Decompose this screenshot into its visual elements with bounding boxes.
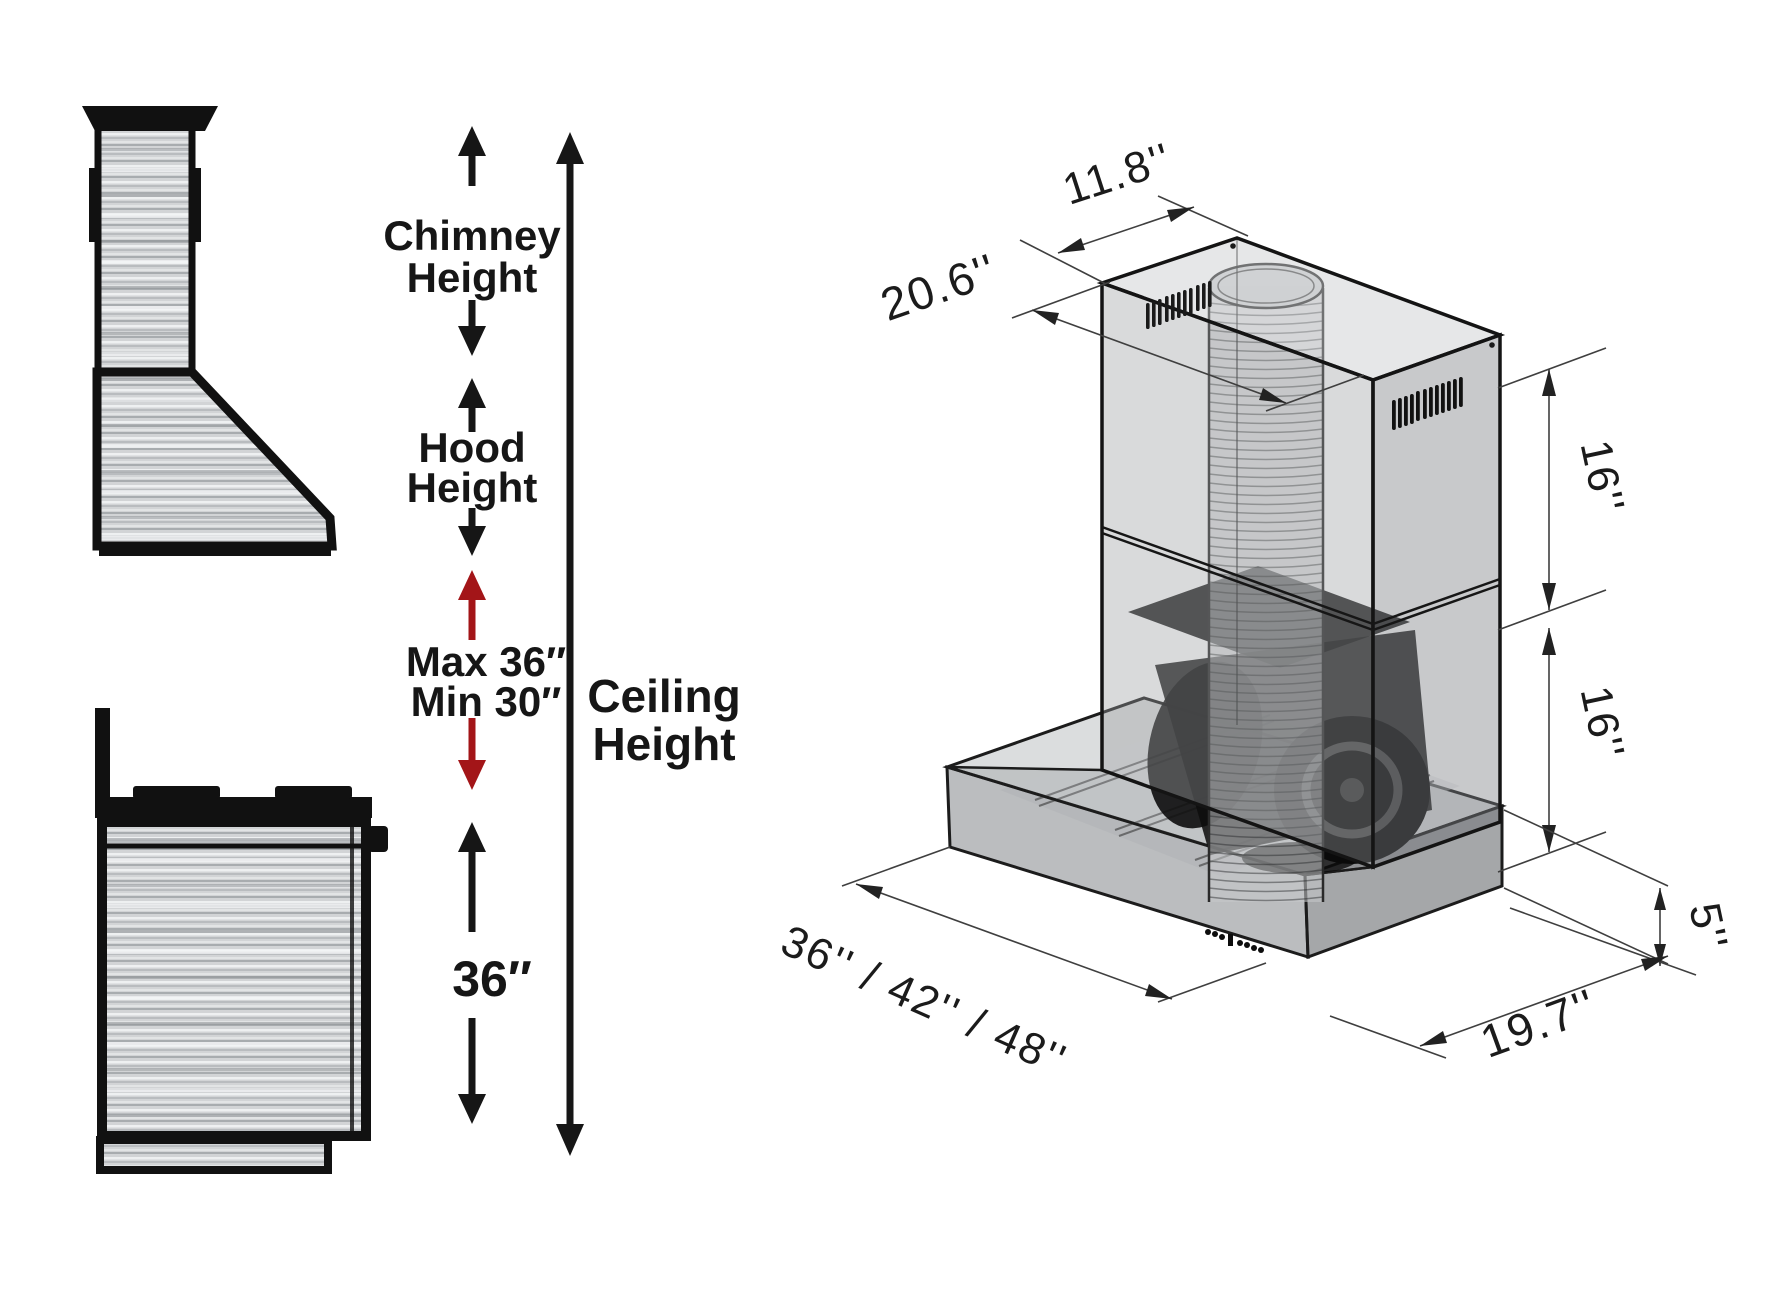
burner-grate-right (275, 786, 352, 799)
range-side-view (95, 708, 388, 1174)
chimney-down-arrow-head (458, 326, 486, 356)
range-height-label: 36″ (452, 951, 532, 1007)
chimney-cap (82, 106, 218, 131)
dim-base-height (1503, 809, 1669, 966)
hood-height-label-line2: Height (407, 464, 538, 511)
ceiling-height-label-line1: Ceiling (587, 670, 740, 722)
clearance-up-arrow-head (458, 570, 486, 600)
screw-dot (1230, 243, 1236, 249)
upper-chimney-height-label: 16'' (1571, 436, 1634, 518)
clearance-down-arrow-head (458, 760, 486, 790)
chimney-joint-lines (1101, 525, 1501, 632)
side-view-diagram: Chimney Height Hood Height Max 36″ Min 3… (82, 106, 741, 1174)
blower-hub (1340, 778, 1364, 802)
measure-arrows (458, 126, 486, 1124)
dim-chimney-depth (1019, 195, 1249, 285)
chimney-sleeve-left (89, 168, 99, 242)
dim-chimney-width (1011, 281, 1365, 412)
hood-width-options-label: 36'' / 42'' / 48'' (774, 916, 1074, 1085)
ceiling-height-label-line2: Height (592, 718, 735, 770)
chimney-sleeve-right (191, 168, 201, 242)
flex-duct (1207, 262, 1325, 902)
storage-drawer (100, 1140, 328, 1170)
dim-upper-chimney-height (1497, 347, 1607, 631)
min-clearance-label: Min 30″ (411, 678, 562, 725)
vent-slots-left (1146, 281, 1212, 329)
range-up-arrow-head (458, 822, 486, 852)
dim-hood-width (841, 846, 1267, 1003)
ceiling-arrow-top (556, 132, 584, 164)
chimney-depth-label: 11.8'' (1057, 134, 1178, 215)
burner-grate-left (133, 786, 220, 799)
hood-side-view (82, 106, 337, 556)
dim-lower-chimney-height (1497, 628, 1607, 873)
chimney-up-arrow-head (458, 126, 486, 156)
control-buttons (1205, 929, 1264, 953)
hood-up-arrow-head (458, 378, 486, 408)
hood-depth-label: 19.7'' (1474, 978, 1604, 1068)
ceiling-height-line (556, 132, 584, 1156)
isometric-hood-drawing: 11.8'' 20.6'' 16'' 16'' 5'' 36'' / 42'' … (774, 134, 1737, 1086)
chimney-width-label: 20.6'' (874, 243, 1004, 331)
base-height-label: 5'' (1679, 899, 1737, 955)
vent-slots-right (1392, 377, 1463, 430)
hood-down-arrow-head (458, 526, 486, 556)
clearance-arrows (458, 570, 486, 790)
chimney-height-label-line2: Height (407, 254, 538, 301)
lower-chimney-height-label: 16'' (1571, 682, 1634, 764)
ceiling-arrow-bottom (556, 1124, 584, 1156)
range-down-arrow-head (458, 1094, 486, 1124)
max-clearance-label: Max 36″ (406, 638, 566, 685)
chimney-panels (1096, 236, 1506, 870)
screw-dot (1489, 342, 1495, 348)
wall-line (95, 708, 110, 803)
hood-height-label-line1: Hood (418, 424, 525, 471)
dimension-lines (841, 195, 1697, 1059)
dim-hood-depth (1329, 907, 1697, 1059)
cooktop (95, 797, 372, 818)
control-knob (368, 826, 388, 852)
chimney-height-label-line1: Chimney (383, 212, 561, 259)
